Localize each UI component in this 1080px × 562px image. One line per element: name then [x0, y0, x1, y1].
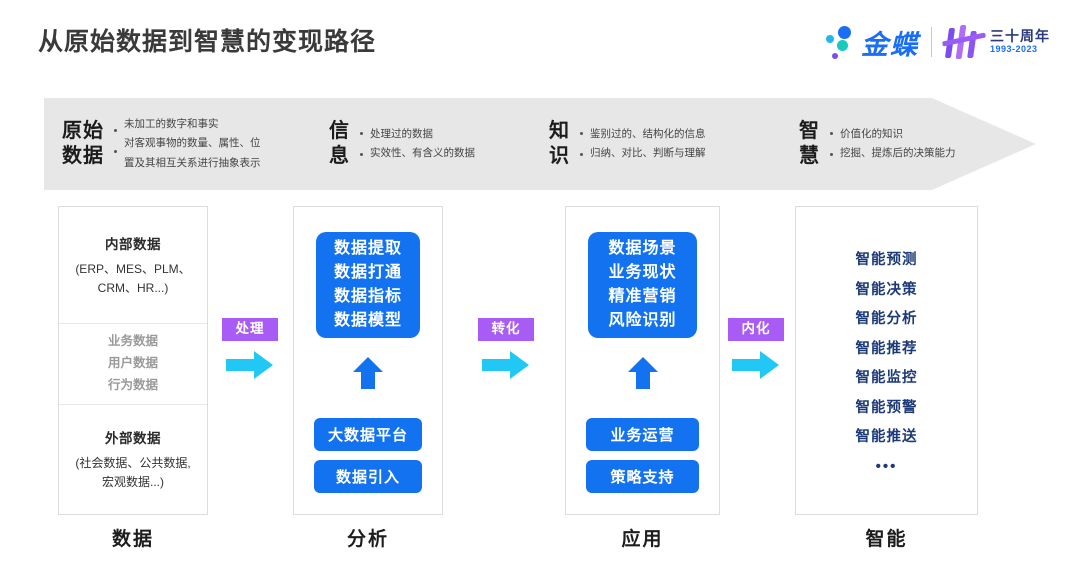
external-data-cell: 外部数据 (社会数据、公共数据, 宏观数据...) — [59, 405, 207, 514]
anniversary-text: 三十周年 1993-2023 — [990, 28, 1050, 54]
column-label-analysis: 分析 — [346, 529, 389, 550]
page-header: 从原始数据到智慧的变现路径 金蝶 三十周年 1993-2023 — [0, 0, 1080, 80]
list-item: 智能决策 — [855, 281, 918, 298]
banner-stage-name: 原始 数据 — [62, 120, 104, 167]
data-type-behavior: 行为数据 — [107, 377, 158, 392]
banner-stage-bullets: 处理过的数据 实效性、有含义的数据 — [360, 123, 475, 165]
brand-logo: 金蝶 三十周年 1993-2023 — [823, 20, 1050, 64]
internal-data-cell: 内部数据 (ERP、MES、PLM、 CRM、HR...) — [59, 207, 207, 323]
list-ellipsis: ••• — [875, 457, 898, 475]
banner-stage-bullets: 价值化的知识 挖掘、提炼后的决策能力 — [830, 123, 956, 165]
column-label-intelligence: 智能 — [865, 529, 908, 550]
banner-stage-name: 知 识 — [549, 120, 570, 167]
banner-stage-lines: 未加工的数字和事实 对客观事物的数量、属性、位 置及其相互关系进行抽象表示 — [124, 117, 261, 169]
banner-stage-wisdom: 智 慧 价值化的知识 挖掘、提炼后的决策能力 — [799, 98, 956, 190]
bullet-markers — [360, 123, 363, 165]
bullet-markers — [830, 123, 833, 165]
internal-data-title: 内部数据 — [105, 236, 161, 252]
right-arrow-icon — [728, 350, 784, 380]
data-types-cell: 业务数据 用户数据 行为数据 — [59, 323, 207, 405]
banner-stage-information: 信 息 处理过的数据 实效性、有含义的数据 — [329, 98, 475, 190]
intelligence-list: 智能预测 智能决策 智能分析 智能推荐 智能监控 智能预警 智能推送 ••• — [796, 253, 977, 475]
external-data-title: 外部数据 — [105, 431, 161, 447]
column-label-application: 应用 — [621, 529, 664, 550]
dikw-banner: 原始 数据 未加工的数字和事实 对客观事物的数量、属性、位 置及其相互关系进行抽… — [44, 98, 1036, 190]
list-item: 智能预警 — [855, 399, 918, 416]
list-item: 智能推荐 — [855, 340, 918, 357]
banner-stage-raw-data: 原始 数据 未加工的数字和事实 对客观事物的数量、属性、位 置及其相互关系进行抽… — [62, 98, 261, 190]
connector-internalization: 内化 — [728, 318, 784, 380]
analysis-ingest-box: 数据引入 — [314, 460, 422, 493]
application-operations-box: 业务运营 — [586, 418, 699, 451]
column-label-data: 数据 — [111, 529, 154, 550]
column-card-intelligence: 智能预测 智能决策 智能分析 智能推荐 智能监控 智能预警 智能推送 ••• — [795, 206, 978, 515]
banner-stage-bullets: 鉴别过的、结构化的信息 归纳、对比、判断与理解 — [580, 123, 706, 165]
up-arrow-icon — [626, 357, 660, 389]
anniversary-title: 三十周年 — [990, 28, 1050, 45]
banner-arrow-shape — [44, 98, 1036, 190]
banner-stage-lines: 鉴别过的、结构化的信息 归纳、对比、判断与理解 — [590, 127, 706, 159]
banner-stage-name: 智 慧 — [799, 120, 820, 167]
connector-label: 处理 — [222, 318, 278, 341]
page-title: 从原始数据到智慧的变现路径 — [38, 28, 377, 56]
data-type-business: 业务数据 — [107, 334, 158, 349]
banner-stage-bullets: 未加工的数字和事实 对客观事物的数量、属性、位 置及其相互关系进行抽象表示 — [114, 115, 261, 173]
up-arrow-icon — [351, 357, 385, 389]
connector-label: 转化 — [478, 318, 534, 341]
banner-stage-lines: 处理过的数据 实效性、有含义的数据 — [370, 127, 475, 159]
connector-label: 内化 — [728, 318, 784, 341]
application-strategy-box: 策略支持 — [586, 460, 699, 493]
kingdee-dots-icon — [823, 24, 857, 60]
data-type-user: 用户数据 — [107, 356, 158, 371]
list-item: 智能监控 — [855, 370, 918, 386]
list-item: 智能推送 — [855, 429, 918, 445]
list-item: 智能预测 — [855, 252, 918, 268]
right-arrow-icon — [478, 350, 534, 380]
internal-data-subtitle: (ERP、MES、PLM、 CRM、HR...) — [75, 261, 191, 295]
bullet-markers — [580, 123, 583, 165]
banner-stage-lines: 价值化的知识 挖掘、提炼后的决策能力 — [840, 127, 956, 159]
analysis-platform-box: 大数据平台 — [314, 418, 422, 451]
column-card-data: 内部数据 (ERP、MES、PLM、 CRM、HR...) 业务数据 用户数据 … — [58, 206, 208, 515]
anniversary-mark-icon — [941, 25, 987, 59]
external-data-subtitle: (社会数据、公共数据, 宏观数据...) — [75, 456, 191, 489]
column-card-application: 数据场景 业务现状 精准营销 风险识别 业务运营 策略支持 — [565, 206, 720, 515]
brand-name: 金蝶 — [861, 29, 919, 60]
analysis-capability-box: 数据提取 数据打通 数据指标 数据模型 — [316, 232, 420, 338]
connector-processing: 处理 — [222, 318, 278, 380]
banner-stage-knowledge: 知 识 鉴别过的、结构化的信息 归纳、对比、判断与理解 — [549, 98, 706, 190]
logo-divider — [931, 27, 932, 57]
anniversary-years: 1993-2023 — [990, 43, 1038, 54]
list-item: 智能分析 — [855, 311, 918, 327]
right-arrow-icon — [222, 350, 278, 380]
connector-transformation: 转化 — [478, 318, 534, 380]
banner-stage-name: 信 息 — [329, 120, 350, 167]
bullet-markers — [114, 125, 117, 162]
column-card-analysis: 数据提取 数据打通 数据指标 数据模型 大数据平台 数据引入 — [293, 206, 443, 515]
application-capability-box: 数据场景 业务现状 精准营销 风险识别 — [588, 232, 697, 338]
